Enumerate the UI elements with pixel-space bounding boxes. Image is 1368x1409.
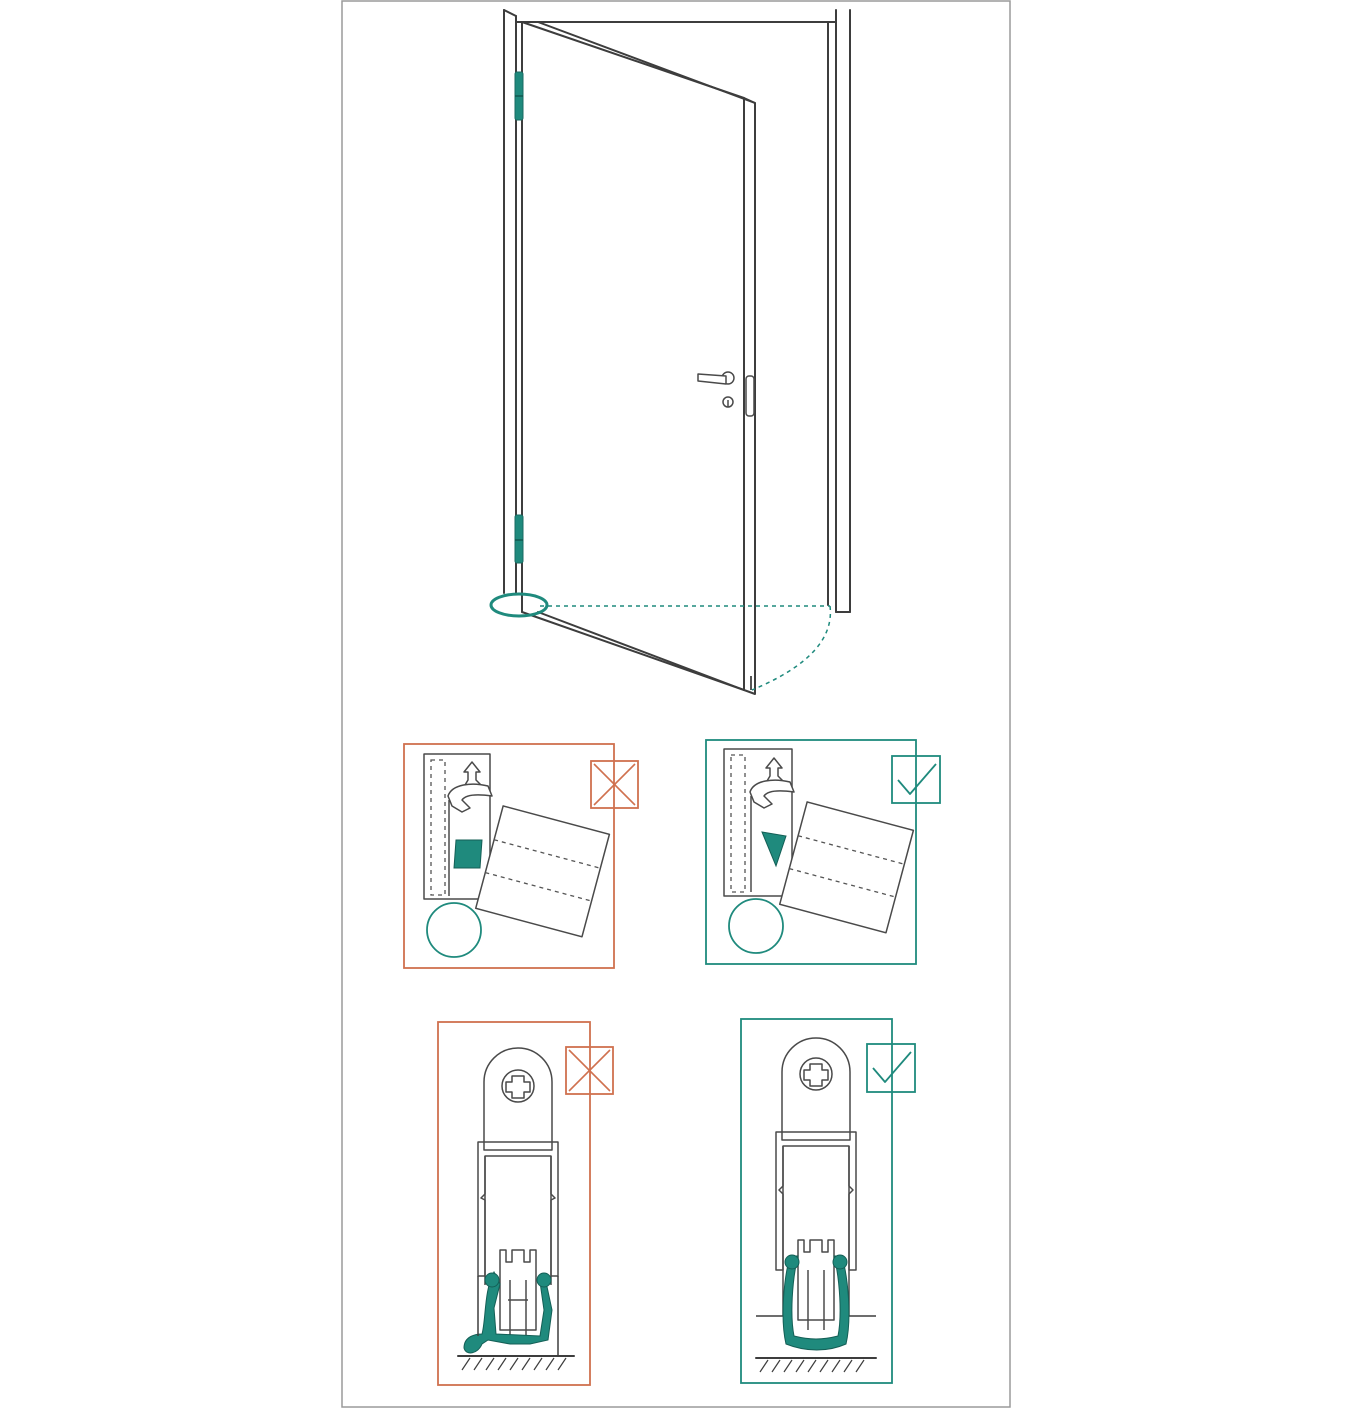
panel-profile-right: [740, 1018, 916, 1384]
panel-seal-tilt-right: [705, 739, 941, 965]
panel-frame-wrong: [403, 743, 615, 969]
seal-roller: [426, 902, 482, 958]
panel-seal-tilt-wrong: [403, 743, 639, 969]
seal-wedge-teal: [761, 831, 787, 868]
seal-roller: [728, 898, 784, 954]
check-mark-icon: [891, 755, 941, 804]
door-swing-path: [540, 605, 832, 691]
door-handle-icon: [697, 371, 735, 408]
panel-profile-wrong: [437, 1021, 614, 1386]
door-frame-right: [835, 9, 851, 613]
seal-block-teal: [453, 839, 483, 869]
cross-mark-icon: [590, 760, 639, 809]
panel-frame-right: [740, 1018, 893, 1384]
highlight-ellipse: [489, 592, 549, 618]
panel-frame-wrong: [437, 1021, 591, 1386]
door-lock-edge-icon: [745, 375, 755, 417]
panel-frame-right: [705, 739, 917, 965]
seal-teal-dragging: [463, 1270, 553, 1354]
hinge-bottom-icon: [514, 514, 524, 564]
door-frame-left: [503, 9, 517, 594]
figure-frame: [341, 0, 1011, 1408]
door-frame-header: [515, 21, 837, 606]
door-leaf: [521, 21, 756, 695]
cross-mark-icon: [565, 1046, 614, 1095]
door-illustration: [489, 9, 851, 695]
check-mark-icon: [866, 1043, 916, 1093]
